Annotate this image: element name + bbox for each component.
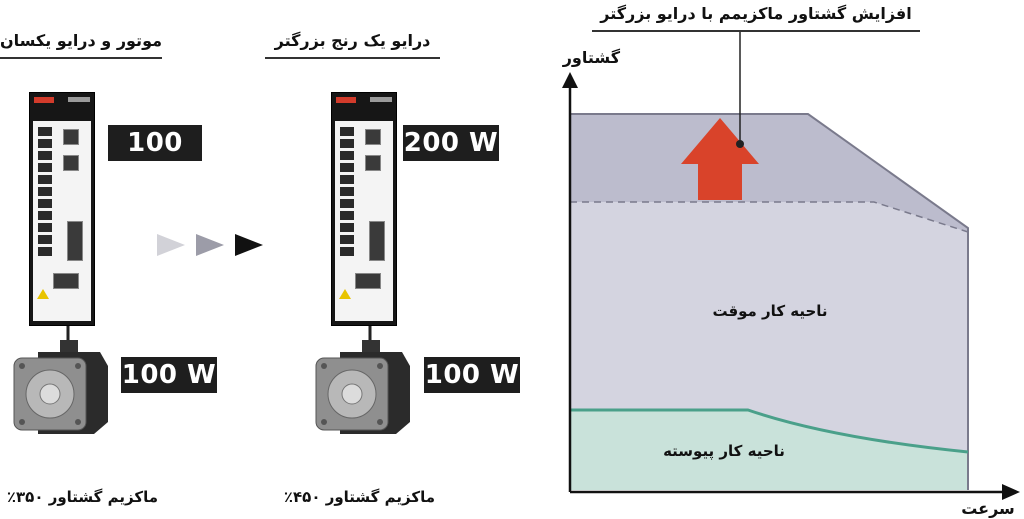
drive-front-panel xyxy=(335,121,393,321)
leader-dot xyxy=(736,140,744,148)
chart-top-label-rule xyxy=(592,30,920,32)
right-triangle-arrow-icon xyxy=(235,234,263,256)
right-triangle-arrow-icon xyxy=(157,234,185,256)
warning-icon xyxy=(339,289,351,299)
brand-logo xyxy=(34,97,54,103)
drive-front-panel xyxy=(33,121,91,321)
max-torque-boundary xyxy=(570,113,969,490)
middle-column-title: درایو یک رنج بزرگتر xyxy=(274,31,431,50)
left-max-torque-caption: ماکزیم گشتاور ۳۵۰٪ xyxy=(6,488,158,506)
brand-logo xyxy=(336,97,356,103)
middle-motor-rating-badge: 100 W xyxy=(424,357,520,393)
left-servo-drive xyxy=(29,92,95,326)
chart-top-label: افزایش گشتاور ماکزیمم با درایو بزرگتر xyxy=(600,4,912,23)
middle-drive-rating-badge: 200 W xyxy=(403,125,499,161)
continuous-region-label: ناحیه کار پیوسته xyxy=(663,442,785,460)
torque-speed-chart xyxy=(562,32,1020,500)
brand-logo-secondary xyxy=(370,97,392,102)
left-column-title: موتور و درایو یکسان xyxy=(0,31,162,50)
x-axis-arrow-icon xyxy=(1002,484,1020,500)
left-column-rule xyxy=(0,57,162,59)
warning-icon xyxy=(37,289,49,299)
left-drive-rating-badge: 100 W xyxy=(108,125,202,194)
x-axis-label: سرعت xyxy=(961,499,1015,518)
middle-column-rule xyxy=(265,57,440,59)
standard-torque-boundary xyxy=(570,201,969,233)
middle-max-torque-caption: ماکزیم گشتاور ۴۵۰٪ xyxy=(283,488,435,506)
right-triangle-arrow-icon xyxy=(196,234,224,256)
middle-servo-drive xyxy=(331,92,397,326)
up-arrow-icon xyxy=(681,118,759,200)
left-motor-rating-badge: 100 W xyxy=(121,357,217,393)
y-axis-arrow-icon xyxy=(562,72,578,88)
middle-servo-motor xyxy=(315,326,410,434)
continuous-region xyxy=(570,410,968,490)
temporary-region-label: ناحیه کار موقت xyxy=(712,302,828,320)
continuous-boundary xyxy=(570,408,969,454)
brand-logo-secondary xyxy=(68,97,90,102)
left-servo-motor xyxy=(13,326,108,434)
y-axis-label: گشتاور xyxy=(562,48,620,67)
